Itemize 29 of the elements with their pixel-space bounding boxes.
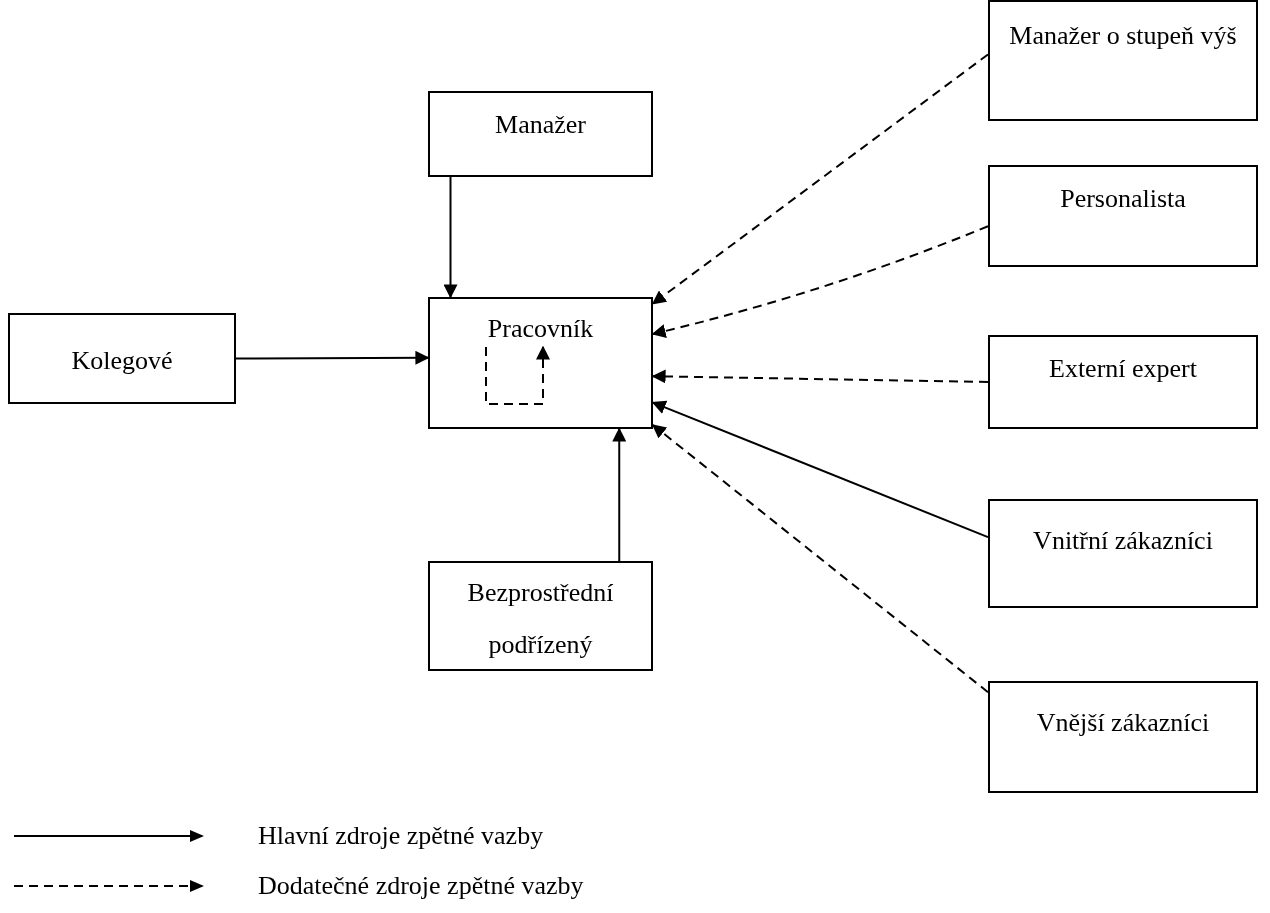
process-box xyxy=(428,91,653,177)
arrow xyxy=(651,53,989,305)
box-label: Manažer xyxy=(494,109,587,141)
arrow xyxy=(443,176,458,299)
box-label: Pracovník xyxy=(486,313,595,345)
box-label: Kolegové xyxy=(70,345,174,377)
arrow xyxy=(651,424,989,694)
box-label: Vnitřní zákazníci xyxy=(1032,525,1214,557)
arrow xyxy=(651,369,989,384)
process-box xyxy=(988,681,1258,793)
arrow xyxy=(235,350,430,365)
process-box xyxy=(428,297,653,429)
arrow xyxy=(651,225,989,338)
process-box xyxy=(428,561,653,671)
arrow xyxy=(651,400,989,539)
process-box xyxy=(8,313,236,404)
box-label: Manažer o stupeň výš xyxy=(1008,20,1238,52)
process-box xyxy=(988,499,1258,608)
process-box xyxy=(988,0,1258,121)
process-box xyxy=(988,165,1258,267)
box-label: Personalista xyxy=(1059,183,1187,215)
arrow xyxy=(612,427,627,562)
legend-label: Dodatečné zdroje zpětné vazby xyxy=(258,870,584,902)
box-label: Externí expert xyxy=(1048,353,1198,385)
box-label: Vnější zákazníci xyxy=(1035,707,1211,739)
box-label: Bezprostřední podřízený xyxy=(466,577,615,661)
arrow xyxy=(485,345,550,405)
legend-label: Hlavní zdroje zpětné vazby xyxy=(258,820,544,852)
process-box xyxy=(988,335,1258,429)
